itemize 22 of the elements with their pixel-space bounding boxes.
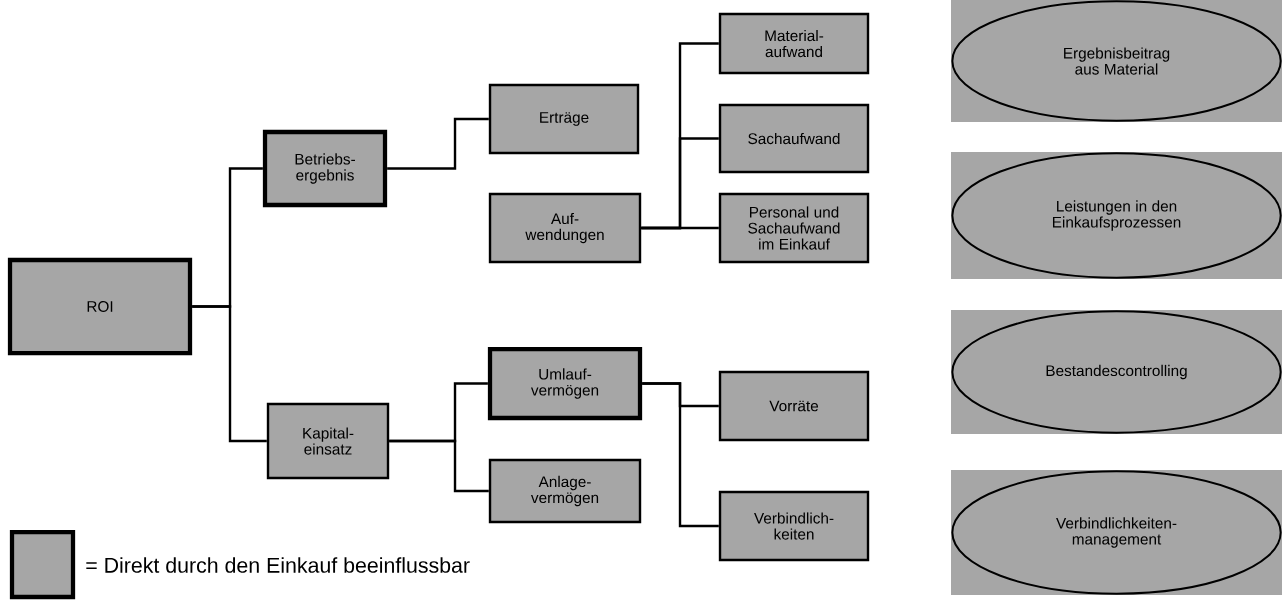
- legend-text: = Direkt durch den Einkauf beeinflussbar: [86, 557, 470, 573]
- ellipse-card: Leistungen in den Einkaufsprozessen: [951, 152, 1282, 279]
- process-box: Kapital- einsatz: [266, 402, 390, 480]
- process-box: Erträge: [488, 83, 640, 155]
- process-box: Verbindlich- keiten: [718, 490, 870, 562]
- ellipse-card: Ergebnisbeitrag aus Material: [951, 0, 1282, 122]
- connector-line: [641, 226, 719, 230]
- connector-line: [387, 117, 489, 170]
- process-box: Sachaufwand: [718, 103, 870, 174]
- process-box: Anlage- vermögen: [488, 458, 642, 524]
- process-box: Auf- wendungen: [488, 192, 642, 264]
- process-box: Personal und Sachaufwand im Einkauf: [718, 192, 870, 264]
- ellipse-card: Bestandescontrolling: [951, 310, 1282, 434]
- connector-line: [192, 305, 267, 443]
- process-box: Betriebs- ergebnis: [262, 129, 388, 208]
- process-box: ROI: [7, 257, 193, 356]
- process-box: Umlauf- vermögen: [487, 346, 643, 421]
- connector-line: [389, 439, 489, 493]
- connector-line: [642, 382, 719, 528]
- process-box: Material- aufwand: [718, 12, 870, 75]
- process-box: Vorräte: [718, 370, 870, 442]
- ellipse-card: Verbindlichkeiten- management: [951, 470, 1282, 595]
